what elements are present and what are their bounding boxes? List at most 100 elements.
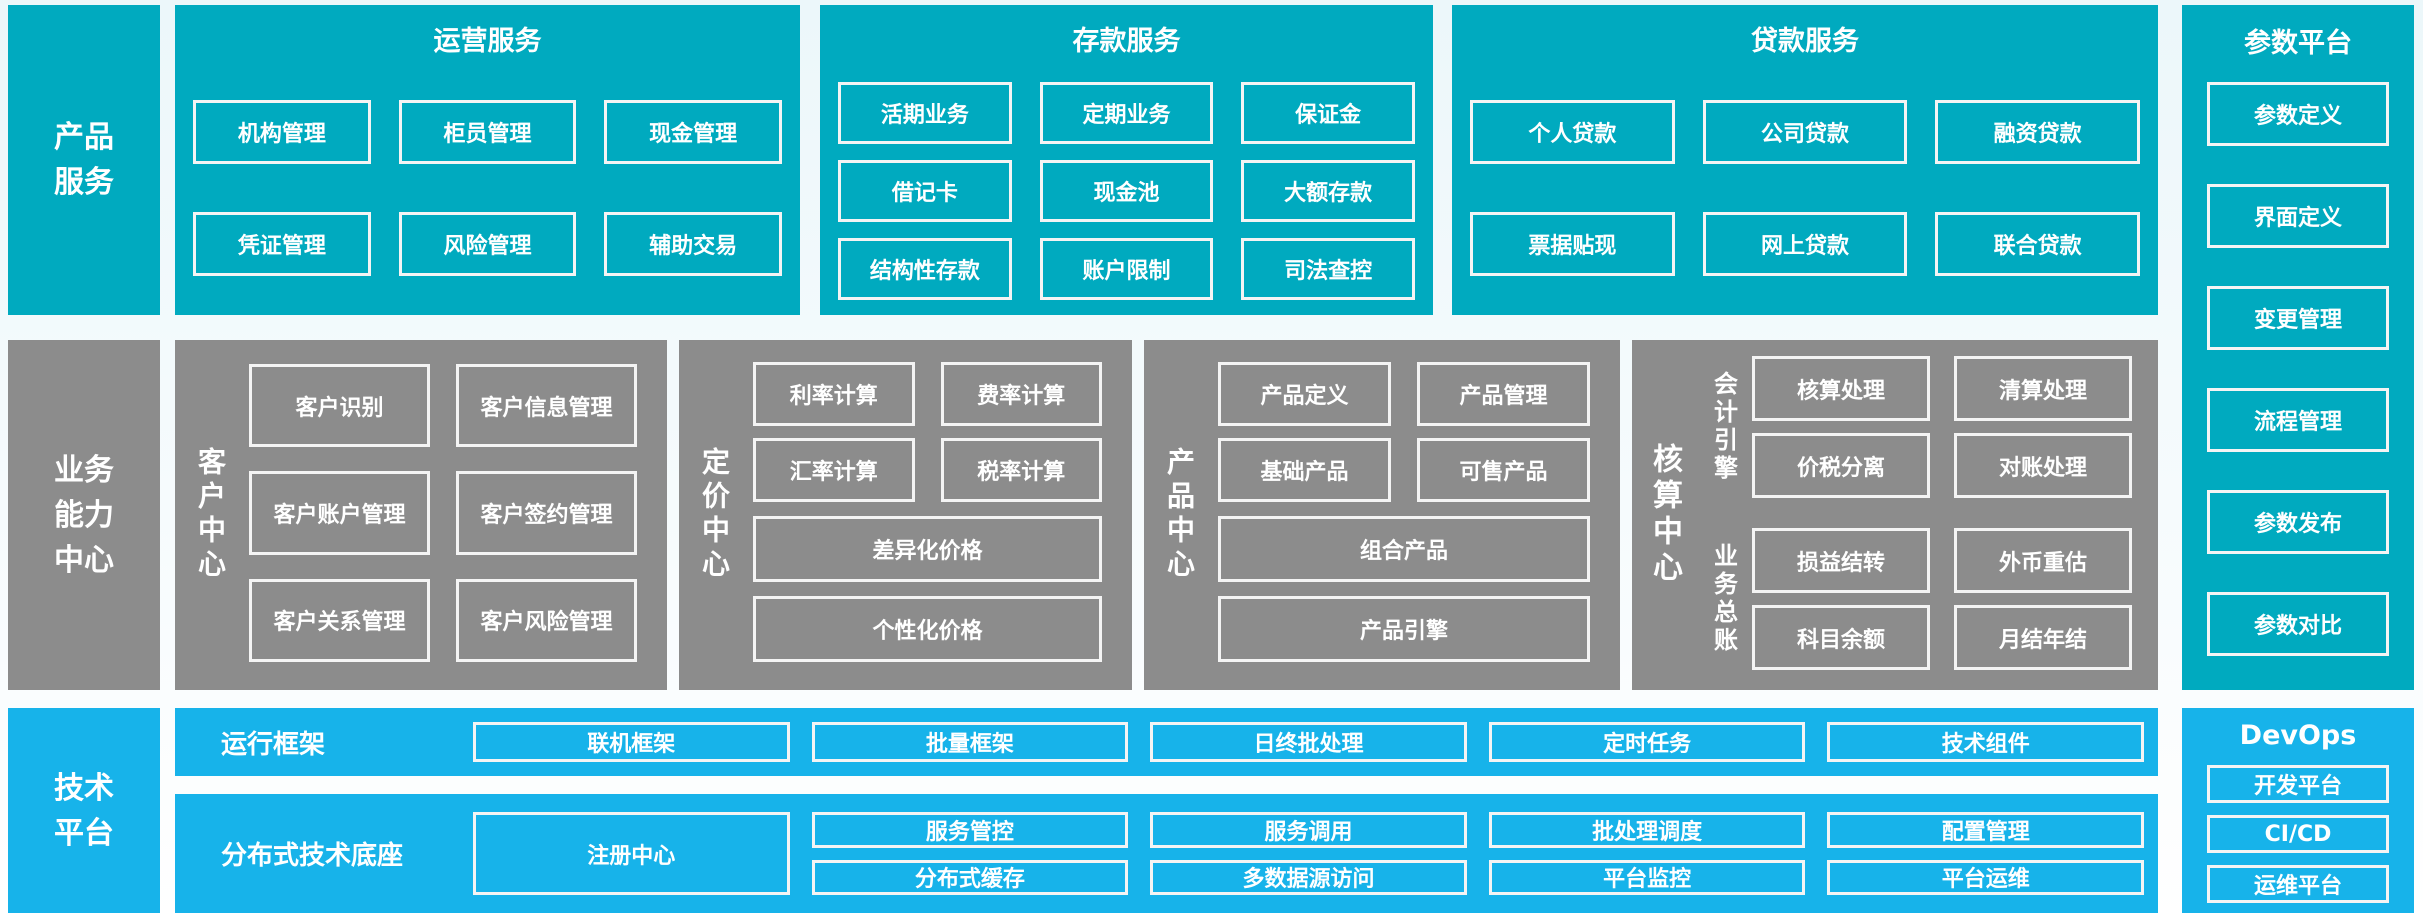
- runtime-box: 批量框架: [811, 722, 1129, 762]
- product-box: 产品定义: [1218, 362, 1391, 426]
- pricing-wide-box: 个性化价格: [753, 596, 1102, 662]
- accounting-box: 对账处理: [1954, 433, 2132, 498]
- product-box-area: 产品定义 产品管理 基础产品 可售产品 组合产品 产品引擎: [1214, 340, 1620, 690]
- runtime-box: 日终批处理: [1150, 722, 1467, 762]
- pricing-box-area: 利率计算 费率计算 汇率计算 税率计算 差异化价格 个性化价格: [749, 340, 1132, 690]
- pricing-small-grid: 利率计算 费率计算 汇率计算 税率计算: [753, 362, 1102, 502]
- product-small-grid: 产品定义 产品管理 基础产品 可售产品: [1218, 362, 1590, 502]
- deposit-box: 借记卡: [838, 160, 1012, 222]
- accounting-box: 清算处理: [1954, 356, 2132, 421]
- section-title: 参数平台: [2244, 28, 2352, 59]
- product-box: 可售产品: [1417, 438, 1590, 502]
- accounting-box: 价税分离: [1752, 433, 1930, 498]
- distributed-box: 配置管理: [1827, 812, 2144, 848]
- section-parameter-platform: 参数平台 参数定义 界面定义 变更管理 流程管理 参数发布 参数对比: [2182, 5, 2414, 690]
- section-loan-services: 贷款服务 个人贷款 公司贷款 融资贷款 票据贴现 网上贷款 联合贷款: [1452, 5, 2158, 315]
- section-deposit-services: 存款服务 活期业务 定期业务 保证金 借记卡 现金池 大额存款 结构性存款 账户…: [820, 5, 1433, 315]
- accounting-engine-grid: 核算处理 清算处理 价税分离 对账处理: [1752, 356, 2132, 498]
- deposit-box: 保证金: [1241, 82, 1415, 144]
- distributed-box: 批处理调度: [1488, 812, 1806, 848]
- operation-box: 柜员管理: [398, 100, 577, 164]
- customer-box: 客户风险管理: [456, 578, 637, 662]
- registry-center-box: 注册中心: [473, 812, 790, 895]
- operation-box: 机构管理: [193, 100, 371, 164]
- parameter-box: 变更管理: [2207, 286, 2389, 350]
- pricing-center-label: 定价中心: [698, 447, 731, 583]
- pricing-wide-box: 差异化价格: [753, 516, 1102, 582]
- deposit-box: 定期业务: [1039, 82, 1214, 144]
- loan-box-grid: 个人贷款 公司贷款 融资贷款 票据贴现 网上贷款 联合贷款: [1452, 100, 2158, 276]
- section-devops: DevOps 开发平台 CI/CD 运维平台: [2182, 708, 2414, 913]
- section-operation-services: 运营服务 机构管理 柜员管理 现金管理 凭证管理 风险管理 辅助交易: [175, 5, 800, 315]
- parameter-box: 参数对比: [2207, 592, 2389, 656]
- band-label-business-capability-center: 业务 能力 中心: [8, 340, 160, 690]
- accounting-engine-label: 会计引擎: [1709, 371, 1738, 483]
- runtime-box: 技术组件: [1827, 722, 2144, 762]
- customer-box: 客户信息管理: [456, 364, 637, 448]
- parameter-box: 参数定义: [2207, 82, 2389, 146]
- accounting-center-label: 核算中心: [1647, 443, 1682, 587]
- loan-box: 公司贷款: [1702, 100, 1908, 164]
- pricing-box: 费率计算: [940, 362, 1102, 426]
- accounting-group-ledger: 业务总账 损益结转 外币重估 科目余额 月结年结: [1696, 528, 2132, 670]
- section-title: 存款服务: [1072, 26, 1181, 57]
- loan-box: 联合贷款: [1935, 212, 2140, 276]
- product-box: 产品管理: [1417, 362, 1590, 426]
- section-product-center: 产品中心 产品定义 产品管理 基础产品 可售产品 组合产品 产品引擎: [1144, 340, 1620, 690]
- product-box: 基础产品: [1218, 438, 1391, 502]
- accounting-groups: 会计引擎 核算处理 清算处理 价税分离 对账处理 业务总账 损益结转 外币重估 …: [1696, 340, 2158, 690]
- band-label-product-services: 产品 服务: [8, 5, 160, 315]
- loan-box: 票据贴现: [1470, 212, 1675, 276]
- runtime-box: 联机框架: [473, 722, 790, 762]
- loan-box: 个人贷款: [1470, 100, 1675, 164]
- product-wide-box: 组合产品: [1218, 516, 1590, 582]
- distributed-box: 服务调用: [1150, 812, 1467, 848]
- product-wide-box: 产品引擎: [1218, 596, 1590, 662]
- accounting-box: 科目余额: [1752, 605, 1930, 670]
- pricing-box: 汇率计算: [753, 438, 915, 502]
- section-title: 贷款服务: [1751, 26, 1859, 57]
- devops-box: 运维平台: [2207, 865, 2389, 903]
- operation-box: 现金管理: [604, 100, 782, 164]
- accounting-box: 月结年结: [1954, 605, 2132, 670]
- loan-box: 网上贷款: [1702, 212, 1908, 276]
- loan-box: 融资贷款: [1935, 100, 2140, 164]
- customer-box: 客户关系管理: [249, 578, 430, 662]
- operation-box: 辅助交易: [604, 212, 782, 276]
- accounting-box: 损益结转: [1752, 528, 1930, 593]
- operation-box: 风险管理: [398, 212, 577, 276]
- devops-box: 开发平台: [2207, 765, 2389, 803]
- deposit-box: 大额存款: [1241, 160, 1415, 222]
- operation-box: 凭证管理: [193, 212, 371, 276]
- distributed-box: 服务管控: [811, 812, 1129, 848]
- section-customer-center: 客户中心 客户识别 客户信息管理 客户账户管理 客户签约管理 客户关系管理 客户…: [175, 340, 667, 690]
- accounting-ledger-grid: 损益结转 外币重估 科目余额 月结年结: [1752, 528, 2132, 670]
- customer-box: 客户识别: [249, 364, 430, 448]
- parameter-box-stack: 参数定义 界面定义 变更管理 流程管理 参数发布 参数对比: [2182, 82, 2414, 656]
- product-center-label: 产品中心: [1163, 447, 1196, 583]
- runtime-box: 定时任务: [1488, 722, 1806, 762]
- deposit-box: 结构性存款: [838, 238, 1012, 300]
- devops-box-stack: 开发平台 CI/CD 运维平台: [2182, 765, 2414, 903]
- accounting-box: 核算处理: [1752, 356, 1930, 421]
- customer-box: 客户账户管理: [249, 471, 430, 555]
- section-accounting-center: 核算中心 会计引擎 核算处理 清算处理 价税分离 对账处理 业务总账 损益结转 …: [1632, 340, 2158, 690]
- devops-box: CI/CD: [2207, 815, 2389, 853]
- pricing-box: 利率计算: [753, 362, 915, 426]
- distributed-box: 分布式缓存: [811, 859, 1129, 895]
- runtime-framework-label: 运行框架: [221, 729, 326, 760]
- parameter-box: 参数发布: [2207, 490, 2389, 554]
- customer-box: 客户签约管理: [456, 471, 637, 555]
- deposit-box: 账户限制: [1039, 238, 1214, 300]
- accounting-box: 外币重估: [1954, 528, 2132, 593]
- distributed-box: 平台监控: [1488, 859, 1806, 895]
- distributed-box: 多数据源访问: [1150, 859, 1467, 895]
- operation-box-grid: 机构管理 柜员管理 现金管理 凭证管理 风险管理 辅助交易: [175, 100, 800, 276]
- deposit-box: 司法查控: [1241, 238, 1415, 300]
- parameter-box: 流程管理: [2207, 388, 2389, 452]
- business-ledger-label: 业务总账: [1709, 543, 1738, 655]
- section-title: 运营服务: [433, 26, 542, 57]
- distributed-box: 平台运维: [1827, 859, 2144, 895]
- pricing-box: 税率计算: [940, 438, 1102, 502]
- strip-distributed-tech-base: 分布式技术底座 注册中心 服务管控 服务调用 批处理调度 配置管理 分布式缓存 …: [175, 794, 2158, 913]
